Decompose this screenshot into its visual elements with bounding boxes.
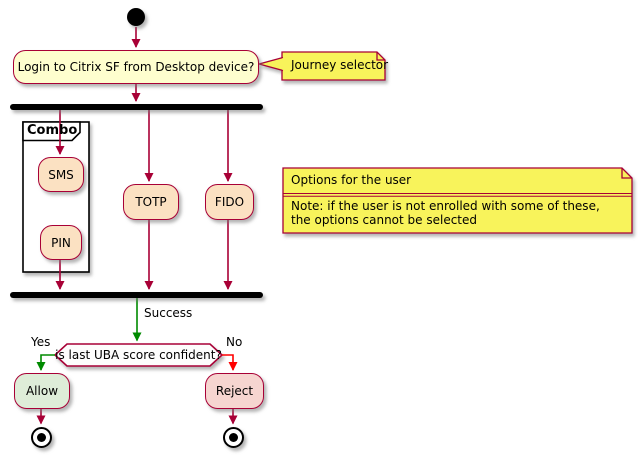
start-node [127, 8, 145, 26]
note-options-shape [282, 167, 633, 234]
activity-login-label: Login to Citrix SF from Desktop device? [17, 60, 255, 74]
end-node-allow [30, 427, 52, 448]
arrow-decision-yes-to-allow [36, 354, 55, 371]
activity-allow[interactable]: Allow [14, 373, 70, 409]
fork-bar [10, 104, 263, 110]
partition-combo-label: Combo [27, 123, 78, 138]
activity-pin[interactable]: PIN [40, 225, 82, 260]
edge-label-success: Success [144, 306, 193, 320]
decision-label: is last UBA score confident? [55, 348, 222, 362]
end-node-dot-icon [228, 433, 238, 442]
end-node-dot-icon [36, 433, 46, 442]
activity-sms[interactable]: SMS [38, 157, 84, 192]
activity-fido[interactable]: FIDO [205, 184, 254, 220]
note-journey-label: Journey selector [291, 58, 389, 72]
arrow-decision-no-to-reject [222, 354, 238, 371]
note-options-body-line2: the options cannot be selected [291, 213, 478, 227]
activity-pin-label: PIN [51, 235, 71, 250]
activity-reject-label: Reject [215, 384, 254, 398]
activity-fido-label: FIDO [214, 195, 245, 209]
activity-login[interactable]: Login to Citrix SF from Desktop device? [13, 50, 259, 84]
activity-totp[interactable]: TOTP [123, 184, 179, 220]
activity-totp-label: TOTP [135, 195, 167, 209]
activity-sms-label: SMS [48, 167, 74, 182]
note-fold-icon [621, 168, 632, 179]
note-journey-shape [256, 51, 386, 81]
join-bar [10, 292, 263, 298]
note-options-title: Options for the user [291, 173, 412, 187]
activity-allow-label: Allow [25, 384, 59, 398]
edge-label-yes: Yes [31, 335, 51, 349]
partition-combo-tab [22, 121, 81, 142]
activity-reject[interactable]: Reject [205, 373, 264, 409]
note-fold-icon [376, 52, 385, 61]
edge-label-no: No [226, 335, 243, 349]
note-pointer-icon [256, 56, 284, 72]
note-options-body-line1: Note: if the user is not enrolled with s… [291, 199, 600, 213]
end-node-reject [222, 427, 244, 448]
